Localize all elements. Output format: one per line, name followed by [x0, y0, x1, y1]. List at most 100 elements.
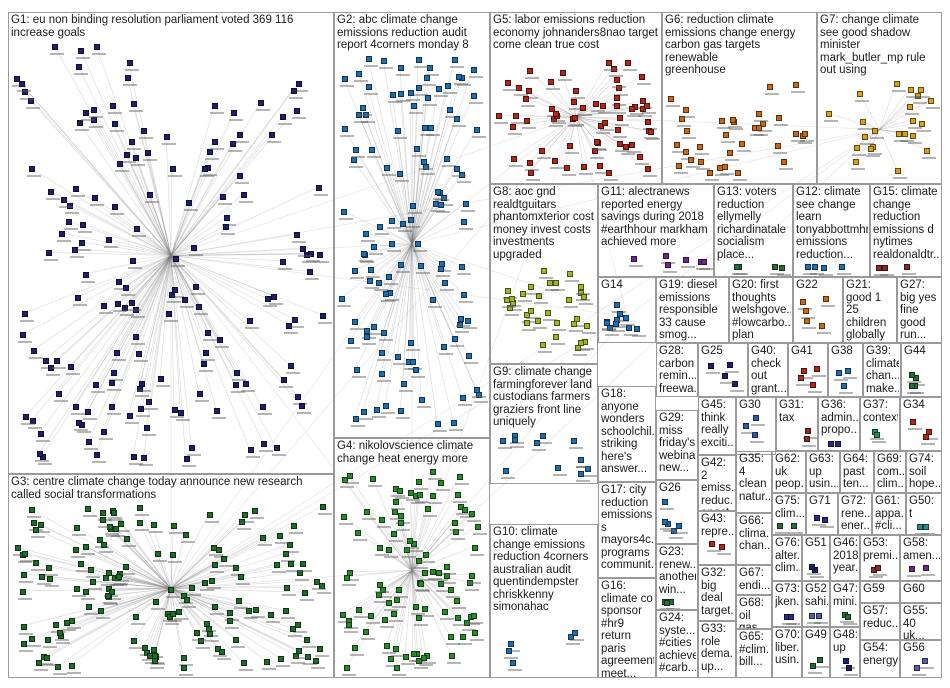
- node-g2[interactable]: [358, 250, 373, 262]
- node-g9[interactable]: [553, 464, 568, 476]
- node-g3[interactable]: [224, 617, 239, 629]
- node-g4[interactable]: [389, 531, 404, 543]
- group-panel-g49[interactable]: G49: [802, 627, 830, 678]
- node-g6[interactable]: [737, 141, 752, 153]
- node-g1[interactable]: [113, 278, 128, 290]
- node-g3[interactable]: [18, 571, 33, 583]
- node-g3[interactable]: [61, 619, 76, 631]
- node-g4[interactable]: [436, 580, 451, 592]
- node-g58[interactable]: [907, 565, 922, 577]
- node-g1[interactable]: [81, 109, 96, 121]
- node-g2[interactable]: [350, 268, 365, 280]
- node-g2[interactable]: [408, 358, 423, 370]
- node-g4[interactable]: [384, 546, 399, 558]
- node-g2[interactable]: [380, 402, 395, 414]
- node-g3[interactable]: [318, 504, 333, 516]
- node-g2[interactable]: [382, 165, 397, 177]
- node-g3[interactable]: [70, 547, 85, 559]
- node-g3[interactable]: [250, 606, 265, 618]
- node-g3[interactable]: [44, 576, 59, 588]
- node-g4[interactable]: [433, 570, 448, 582]
- group-panel-g13[interactable]: G13: voters reduction ellymelly richardi…: [714, 184, 793, 277]
- node-g1[interactable]: [131, 225, 146, 237]
- node-g3[interactable]: [43, 636, 58, 648]
- node-g7[interactable]: [892, 80, 907, 92]
- node-g3[interactable]: [204, 631, 219, 643]
- node-g2[interactable]: [457, 172, 472, 184]
- node-g2[interactable]: [378, 330, 393, 342]
- node-g1[interactable]: [19, 88, 34, 100]
- node-g4[interactable]: [449, 519, 464, 531]
- node-g2[interactable]: [398, 381, 413, 393]
- node-g5[interactable]: [612, 94, 627, 106]
- node-g41[interactable]: [808, 382, 823, 394]
- node-g2[interactable]: [444, 107, 459, 119]
- node-g48[interactable]: [843, 664, 858, 676]
- node-g2[interactable]: [352, 366, 367, 378]
- node-g1[interactable]: [120, 304, 135, 316]
- node-g1[interactable]: [89, 107, 104, 119]
- node-g3[interactable]: [98, 517, 113, 529]
- node-g26[interactable]: [673, 522, 688, 534]
- group-panel-g12[interactable]: G12: climate see change learn tonyabbott…: [793, 184, 870, 277]
- node-g1[interactable]: [46, 188, 61, 200]
- node-g2[interactable]: [449, 419, 464, 431]
- group-panel-g25[interactable]: G25: [698, 343, 748, 397]
- node-g3[interactable]: [285, 560, 300, 572]
- node-g3[interactable]: [218, 556, 233, 568]
- node-g8[interactable]: [564, 297, 579, 309]
- node-g2[interactable]: [360, 231, 375, 243]
- node-g3[interactable]: [30, 527, 45, 539]
- group-panel-g16[interactable]: G16: climate co sponsor #hr9 return pari…: [598, 578, 656, 678]
- node-g1[interactable]: [73, 420, 88, 432]
- node-g1[interactable]: [34, 451, 49, 463]
- node-g1[interactable]: [171, 255, 186, 267]
- node-g3[interactable]: [299, 590, 314, 602]
- node-g3[interactable]: [295, 569, 310, 581]
- node-g37[interactable]: [872, 431, 887, 443]
- node-g4[interactable]: [472, 523, 487, 535]
- node-g5[interactable]: [626, 141, 641, 153]
- node-g7[interactable]: [907, 132, 922, 144]
- node-g6[interactable]: [694, 144, 709, 156]
- node-g1[interactable]: [65, 364, 80, 376]
- node-g4[interactable]: [470, 630, 485, 642]
- node-g1[interactable]: [70, 186, 85, 198]
- node-g49[interactable]: [814, 656, 829, 668]
- node-g5[interactable]: [600, 120, 615, 132]
- node-g10[interactable]: [506, 641, 521, 653]
- node-g2[interactable]: [337, 295, 352, 307]
- group-panel-g44[interactable]: G44: [901, 343, 942, 397]
- node-g3[interactable]: [230, 636, 245, 648]
- node-g1[interactable]: [113, 300, 128, 312]
- node-g1[interactable]: [194, 303, 209, 315]
- node-g8[interactable]: [575, 283, 590, 295]
- node-g6[interactable]: [790, 81, 805, 93]
- node-g4[interactable]: [469, 612, 484, 624]
- node-g1[interactable]: [142, 150, 157, 162]
- node-g2[interactable]: [414, 85, 429, 97]
- node-g25[interactable]: [729, 381, 744, 393]
- node-g3[interactable]: [111, 525, 126, 537]
- node-g3[interactable]: [148, 522, 163, 534]
- node-g58[interactable]: [920, 565, 935, 577]
- node-g1[interactable]: [64, 219, 79, 231]
- group-panel-g37[interactable]: G37: context: [860, 397, 900, 451]
- node-g4[interactable]: [445, 587, 460, 599]
- node-g6[interactable]: [666, 95, 681, 107]
- group-panel-g63[interactable]: G63: up usin...: [806, 451, 840, 493]
- node-g8[interactable]: [576, 339, 591, 351]
- node-g2[interactable]: [396, 262, 411, 274]
- node-g4[interactable]: [378, 587, 393, 599]
- node-g1[interactable]: [112, 350, 126, 362]
- node-g2[interactable]: [381, 290, 396, 302]
- node-g1[interactable]: [286, 363, 301, 375]
- node-g3[interactable]: [149, 658, 164, 670]
- group-panel-g5[interactable]: G5: labor emissions reduction economy jo…: [490, 12, 662, 184]
- node-g34[interactable]: [921, 433, 936, 445]
- node-g3[interactable]: [238, 659, 253, 671]
- node-g8[interactable]: [551, 333, 566, 345]
- node-g1[interactable]: [278, 376, 293, 388]
- node-g4[interactable]: [390, 508, 405, 520]
- node-g5[interactable]: [595, 162, 610, 174]
